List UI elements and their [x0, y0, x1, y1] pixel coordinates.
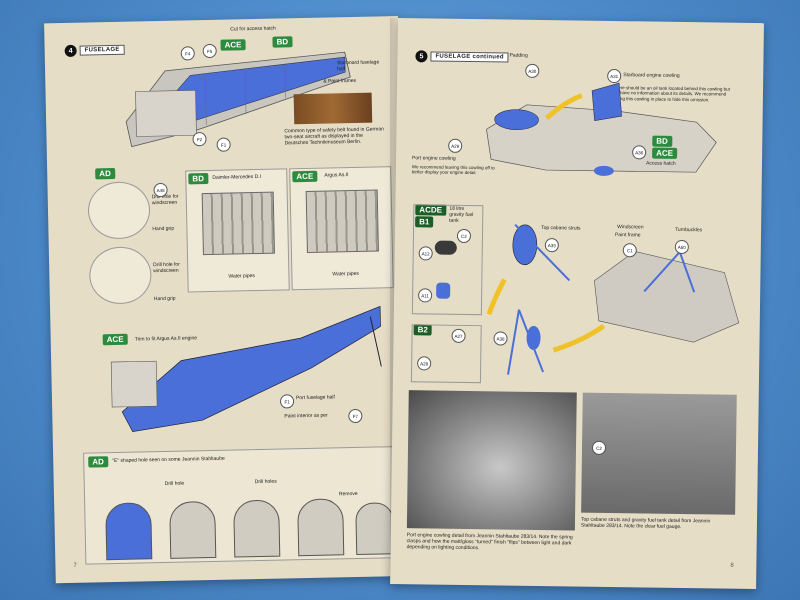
cabane-strut-drawing [486, 223, 740, 375]
remove-label: Remove [338, 490, 358, 498]
left-page: 4 FUSELAGE Cut for access hatch ACE BD F… [44, 16, 410, 584]
port-fuselage-label: Port fuselage half [295, 394, 335, 402]
drill-holes-label: Drill holes [254, 478, 277, 486]
callout-c1: C1 [622, 243, 637, 258]
port-fuselage-drawing [110, 305, 382, 433]
ad-strip-badge: AD [88, 456, 108, 468]
fuselage-frame-drawing [125, 51, 351, 148]
ad-hole-strip: AD "E" shaped hole seen on some Jeannin … [83, 446, 398, 565]
paint-frame-label: Paint frame [614, 232, 641, 239]
cabane-photo [581, 392, 737, 515]
nose-step-3 [233, 499, 281, 558]
turnbuckles-label: Turnbuckles [675, 226, 703, 234]
nose-step-1 [105, 502, 153, 561]
nose-step-4 [297, 498, 345, 557]
cowling-photo [406, 390, 577, 531]
paint-interior-note: Paint interior as per [284, 412, 328, 420]
cabane-photo-caption: Top cabane struts and gravity fuel tank … [580, 516, 711, 531]
drill-hole-label: Drill hole [164, 480, 185, 487]
callout-a28: A28 [417, 356, 432, 371]
callout-a39: A39 [544, 238, 559, 253]
page-number-left: 7 [73, 562, 77, 569]
page-number-right: 8 [730, 562, 734, 569]
nose-step-2 [169, 500, 217, 559]
right-page: 5 FUSELAGE continued Padding A30 A31 Sta… [390, 18, 764, 590]
ad-strip-note: "E" shaped hole seen on some Jeannin Sta… [112, 455, 225, 465]
nose-step-5 [355, 502, 395, 555]
top-cabane-label: Top cabane struts [541, 225, 581, 232]
windscreen-label: Windscreen [617, 224, 644, 231]
b2-box [410, 324, 482, 384]
cowling-photo-caption: Port engine cowling detail from Jeannin … [406, 532, 573, 552]
